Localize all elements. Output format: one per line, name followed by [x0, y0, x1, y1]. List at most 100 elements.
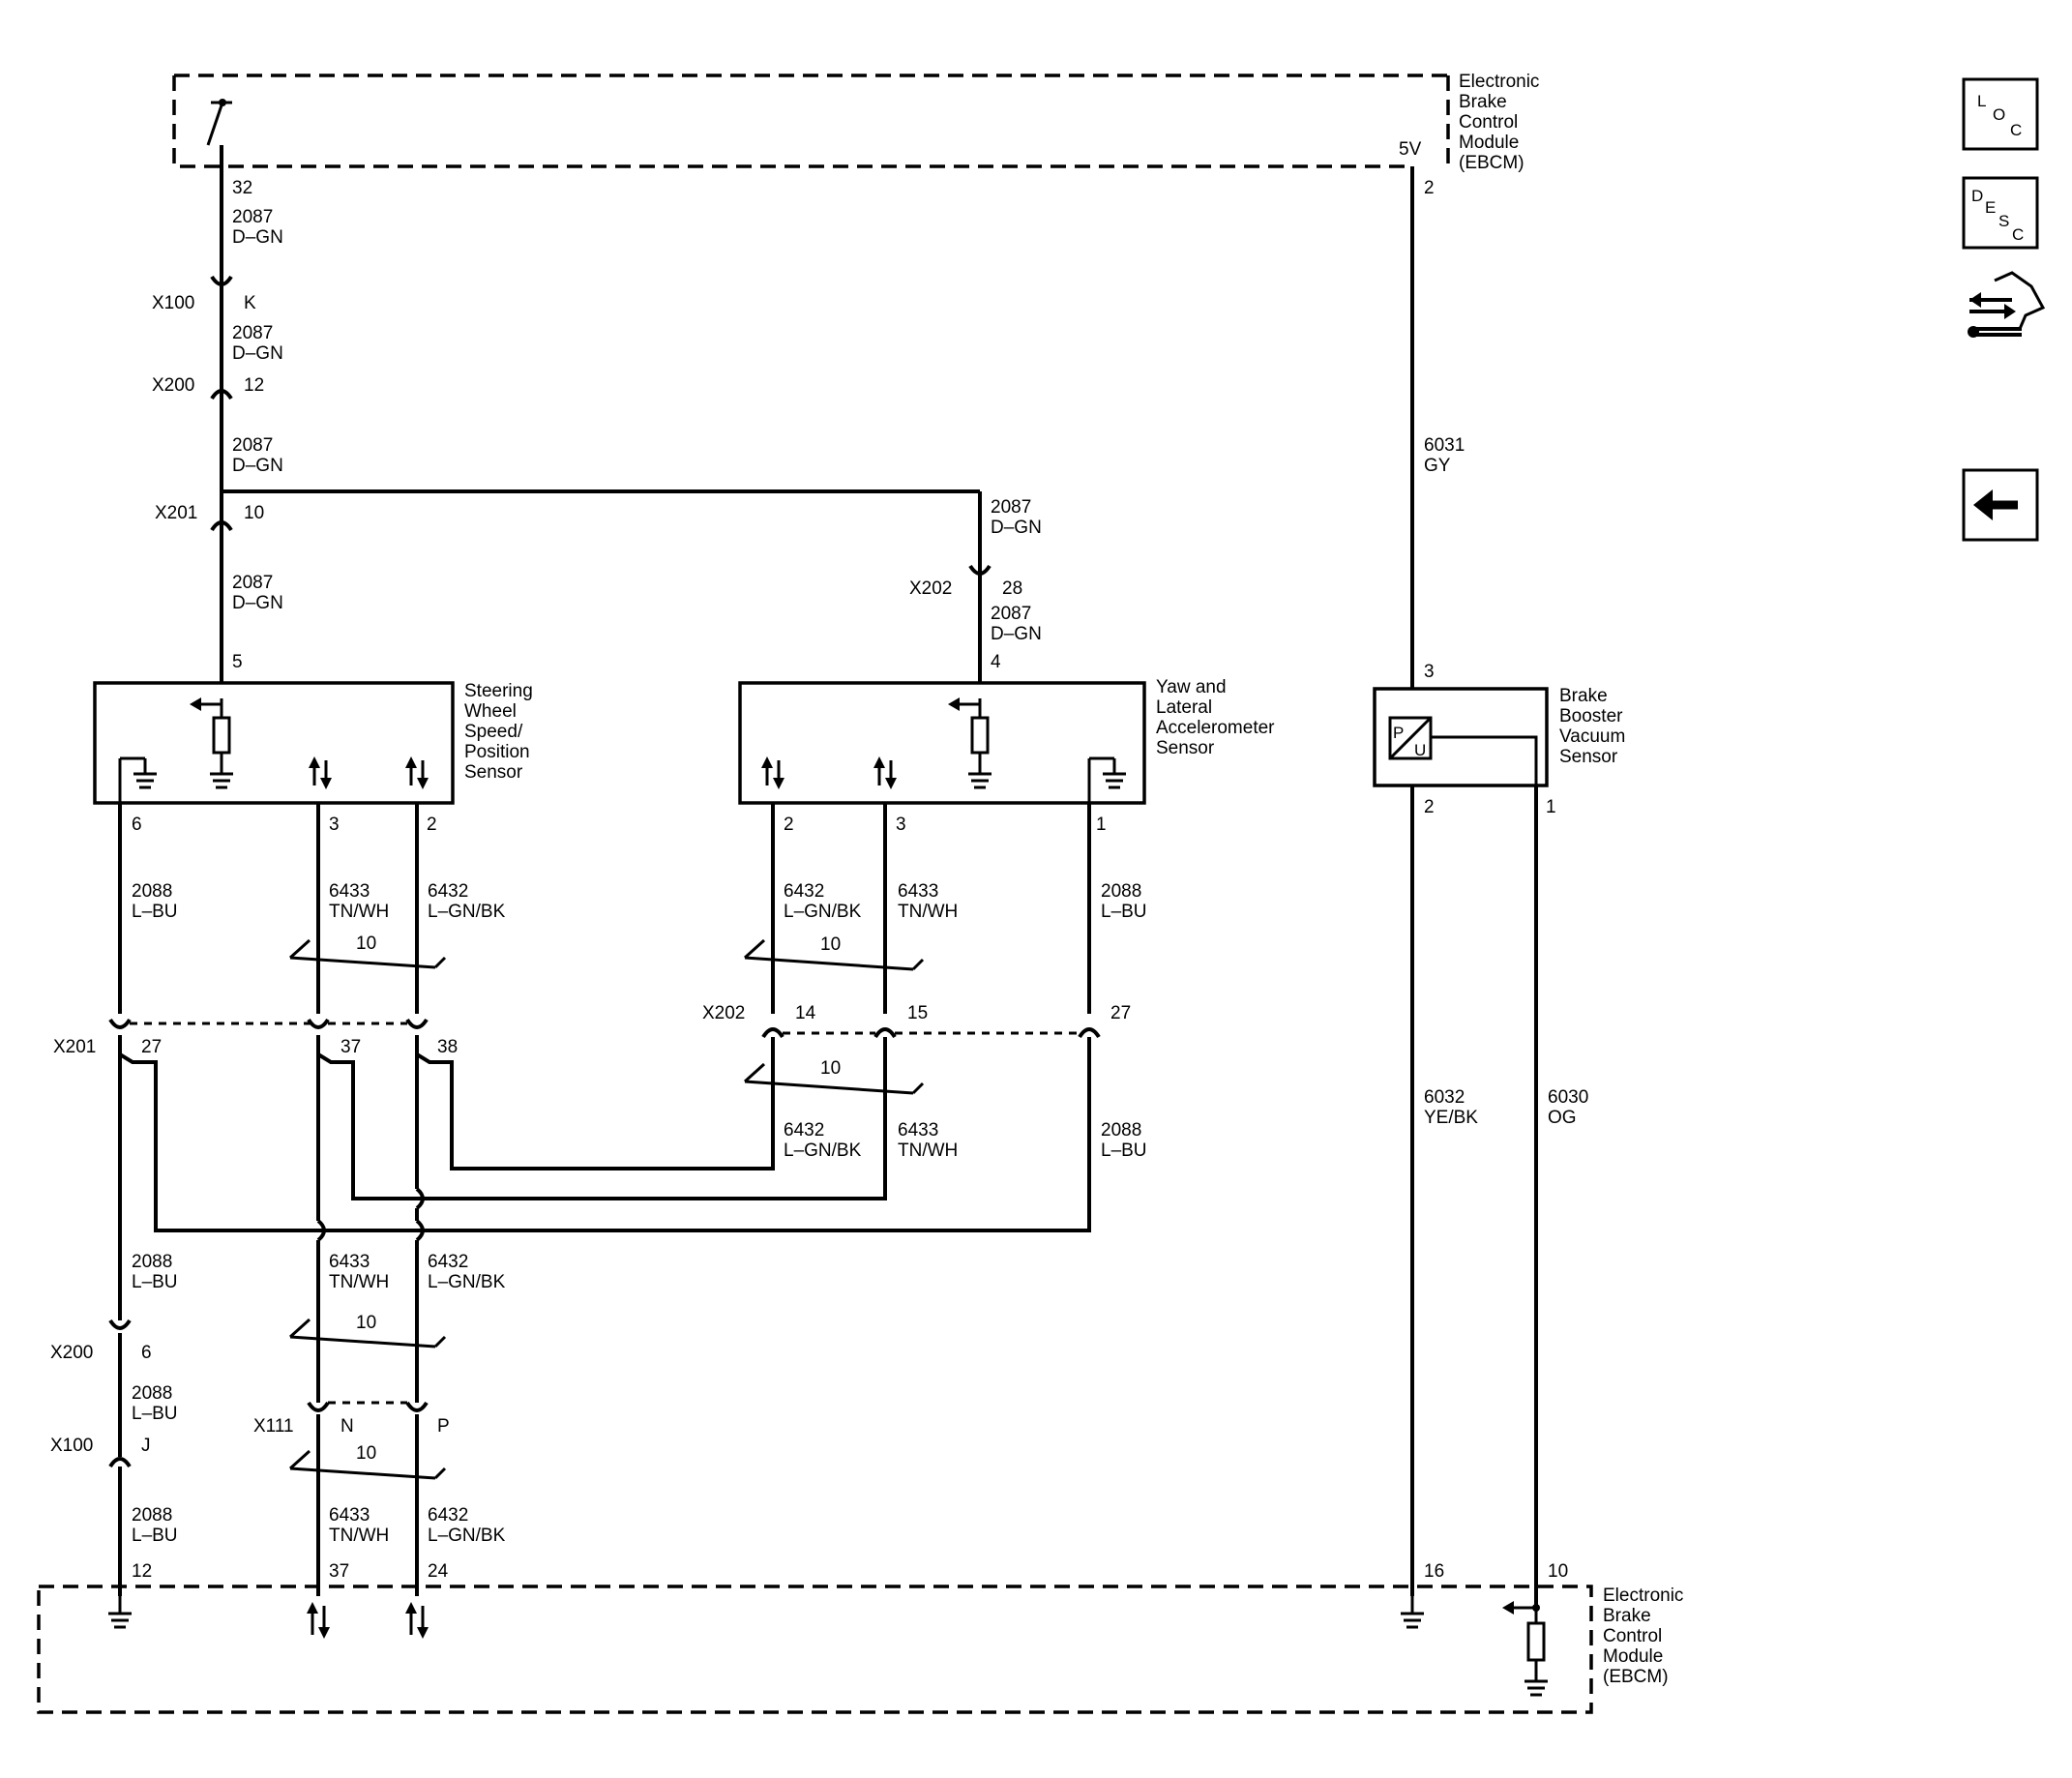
- svg-text:Wheel: Wheel: [464, 701, 517, 722]
- svg-text:Brake: Brake: [1559, 686, 1608, 706]
- svg-text:Steering: Steering: [464, 681, 533, 701]
- svg-text:2087: 2087: [991, 604, 1031, 624]
- svg-text:2088: 2088: [1101, 1120, 1141, 1141]
- ebcm-signal-arrows-37: [307, 1602, 330, 1639]
- svg-text:12: 12: [244, 375, 264, 396]
- twisted-pair-marker-yaw-top: 10: [743, 934, 925, 971]
- connector-x200-6: [108, 1319, 132, 1330]
- svg-text:Control: Control: [1603, 1626, 1662, 1646]
- voltage-label: 5V: [1399, 139, 1422, 160]
- svg-text:D–GN: D–GN: [991, 624, 1042, 644]
- svg-text:S: S: [1998, 212, 2009, 230]
- wire-6433-splice: [316, 1037, 887, 1200]
- ebcm-top-boundary: [172, 74, 1450, 168]
- pin-ebcm-10: 10: [1548, 1561, 1568, 1582]
- svg-text:L–BU: L–BU: [1101, 1141, 1147, 1161]
- brake-booster-sensor-label: Brake Booster Vacuum Sensor: [1559, 686, 1625, 767]
- loc-button[interactable]: L O C: [1962, 77, 2039, 151]
- svg-text:2087: 2087: [232, 435, 273, 456]
- svg-text:X202: X202: [702, 1003, 745, 1023]
- svg-text:2088: 2088: [132, 1383, 172, 1404]
- steering-sensor-signal-arrows-3: [309, 756, 332, 789]
- yaw-sensor-signal-arrows-3: [873, 756, 897, 789]
- ebcm-bottom-label: Electronic Brake Control Module (EBCM): [1603, 1585, 1683, 1687]
- svg-text:6433: 6433: [329, 1505, 370, 1526]
- back-button[interactable]: [1962, 468, 2039, 542]
- twisted-pair-marker-yaw-bottom: 10: [743, 1058, 925, 1095]
- pressure-transducer-icon: P U: [1388, 716, 1433, 760]
- svg-text:Sensor: Sensor: [1156, 738, 1215, 758]
- svg-text:X200: X200: [152, 375, 194, 396]
- pin-sws-3: 3: [329, 815, 340, 835]
- svg-text:2087: 2087: [991, 497, 1031, 518]
- twisted-pair-marker-sws-top: 10: [288, 933, 447, 969]
- svg-text:(EBCM): (EBCM): [1603, 1667, 1669, 1687]
- svg-text:10: 10: [244, 503, 264, 523]
- svg-text:L–GN/BK: L–GN/BK: [784, 1141, 862, 1161]
- twisted-pair-marker-sws-mid: 10: [288, 1313, 447, 1348]
- svg-text:6031: 6031: [1424, 435, 1465, 456]
- svg-text:6433: 6433: [329, 881, 370, 902]
- pin-ebcm-37: 37: [329, 1561, 349, 1582]
- svg-text:TN/WH: TN/WH: [898, 902, 958, 922]
- svg-text:E: E: [1985, 198, 1996, 217]
- svg-text:Module: Module: [1459, 133, 1519, 153]
- svg-text:2087: 2087: [232, 207, 273, 227]
- svg-text:6433: 6433: [329, 1252, 370, 1272]
- pin-sws-5: 5: [232, 652, 243, 672]
- svg-text:6: 6: [141, 1343, 152, 1363]
- svg-text:X201: X201: [53, 1037, 96, 1057]
- svg-text:L–GN/BK: L–GN/BK: [428, 902, 506, 922]
- pin-ebcm-12: 12: [132, 1561, 152, 1582]
- connector-x201-38: [405, 1018, 429, 1029]
- svg-text:Control: Control: [1459, 112, 1518, 133]
- yaw-sensor-label: Yaw and Lateral Accelerometer Sensor: [1156, 677, 1275, 758]
- svg-text:X202: X202: [909, 578, 952, 599]
- svg-text:TN/WH: TN/WH: [329, 1272, 389, 1292]
- connector-x201-37: [307, 1018, 330, 1029]
- svg-text:L–GN/BK: L–GN/BK: [784, 902, 862, 922]
- pin-yaw-1: 1: [1096, 815, 1107, 835]
- ebcm-top-label: Electronic Brake Control Module (EBCM): [1459, 72, 1539, 173]
- yaw-sensor-ground-icon: [1087, 756, 1126, 803]
- svg-text:10: 10: [820, 934, 841, 955]
- svg-text:Sensor: Sensor: [1559, 747, 1618, 767]
- wire-6433-hop: [316, 1219, 326, 1242]
- svg-text:D–GN: D–GN: [232, 456, 283, 476]
- pin-yaw-4: 4: [991, 652, 1001, 672]
- desc-button[interactable]: D E S C: [1962, 176, 2039, 250]
- pin-bbvs-3: 3: [1424, 662, 1435, 682]
- svg-text:X100: X100: [152, 293, 194, 313]
- connector-x200-12: [210, 389, 233, 400]
- svg-text:Sensor: Sensor: [464, 762, 523, 783]
- svg-text:U: U: [1414, 741, 1426, 759]
- ebcm-signal-arrows-24: [405, 1602, 429, 1639]
- ebcm-ground-icon-12: [108, 1596, 132, 1629]
- svg-text:L–BU: L–BU: [132, 1526, 178, 1546]
- pin-ebcm-2: 2: [1424, 178, 1435, 198]
- pin-yaw-3: 3: [896, 815, 906, 835]
- svg-text:2087: 2087: [232, 573, 273, 593]
- pin-sws-6: 6: [132, 815, 142, 835]
- ebcm-bottom-boundary: [37, 1585, 1593, 1714]
- steering-sensor-feed-resistor: [190, 697, 233, 789]
- svg-text:6432: 6432: [428, 1252, 468, 1272]
- svg-text:C: C: [2012, 225, 2024, 244]
- svg-text:14: 14: [795, 1003, 816, 1023]
- connector-tool-icon[interactable]: [1968, 271, 2046, 338]
- connector-x201-27: [108, 1018, 132, 1029]
- svg-text:L–BU: L–BU: [132, 902, 178, 922]
- svg-text:L–BU: L–BU: [132, 1272, 178, 1292]
- svg-text:X201: X201: [155, 503, 197, 523]
- svg-text:Brake: Brake: [1459, 92, 1507, 112]
- svg-text:Electronic: Electronic: [1459, 72, 1539, 92]
- svg-text:Yaw and: Yaw and: [1156, 677, 1227, 697]
- pin-ebcm-32: 32: [232, 178, 252, 198]
- pin-sws-2: 2: [427, 815, 437, 835]
- svg-text:J: J: [141, 1436, 151, 1456]
- svg-text:Booster: Booster: [1559, 706, 1623, 726]
- svg-text:6432: 6432: [784, 881, 824, 902]
- svg-text:P: P: [437, 1416, 450, 1437]
- svg-text:2088: 2088: [132, 881, 172, 902]
- wire-2088-splice: [118, 1037, 1091, 1232]
